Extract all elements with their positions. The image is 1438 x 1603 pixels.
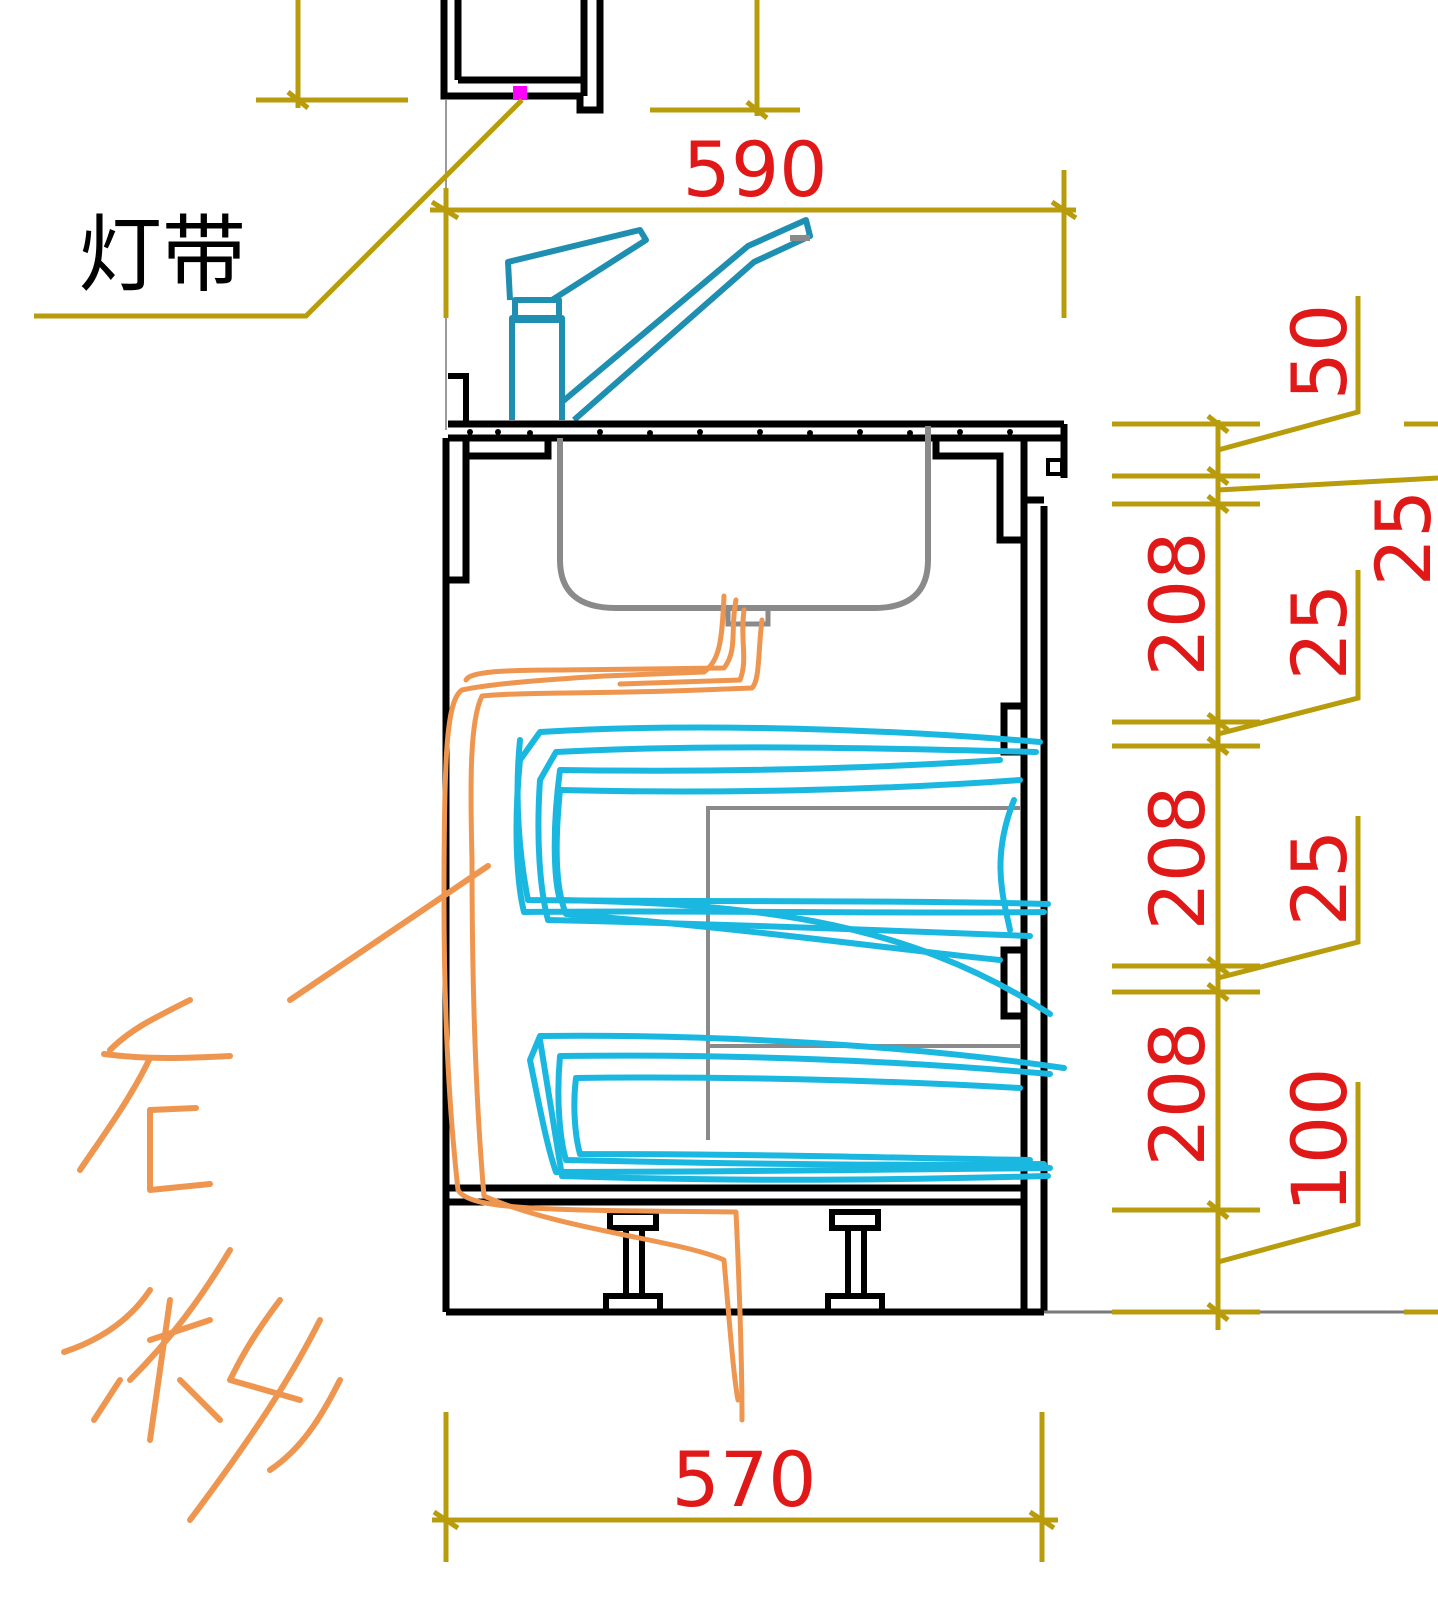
gap-a-value: 25	[1275, 584, 1364, 681]
cabinet-legs	[603, 1209, 885, 1315]
pipe-scribble	[441, 593, 765, 1423]
handwritten-note: 后移	[61, 863, 491, 1523]
sink-drain	[725, 605, 771, 627]
drawer-height-3-value: 208	[1133, 1021, 1222, 1166]
top-width-value: 590	[682, 125, 827, 214]
faucet	[505, 217, 813, 423]
countertop-texture	[467, 429, 1013, 436]
top-gap-value: 50	[1275, 304, 1364, 401]
sink-basin	[557, 426, 931, 611]
plinth-value: 100	[1275, 1067, 1364, 1212]
drawer-scribble	[513, 724, 1067, 1183]
light-strip-marker	[513, 86, 527, 100]
upper-cabinet	[440, 0, 604, 114]
upper-dimension-lines	[256, 0, 800, 120]
bottom-width-dimension	[432, 1412, 1058, 1562]
gap-b-value: 25	[1275, 830, 1364, 927]
drawer-height-1-value: 208	[1133, 531, 1222, 676]
drawer-height-2-value: 208	[1133, 785, 1222, 930]
light-strip-label: 灯带	[78, 206, 246, 304]
light-strip-leader	[34, 98, 524, 319]
countertop	[448, 373, 1068, 478]
gap-c-value: 25	[1359, 490, 1438, 587]
top-width-dimension	[430, 170, 1078, 318]
vertical-dimension-chain	[1112, 296, 1438, 1330]
bottom-width-value: 570	[671, 1435, 816, 1524]
